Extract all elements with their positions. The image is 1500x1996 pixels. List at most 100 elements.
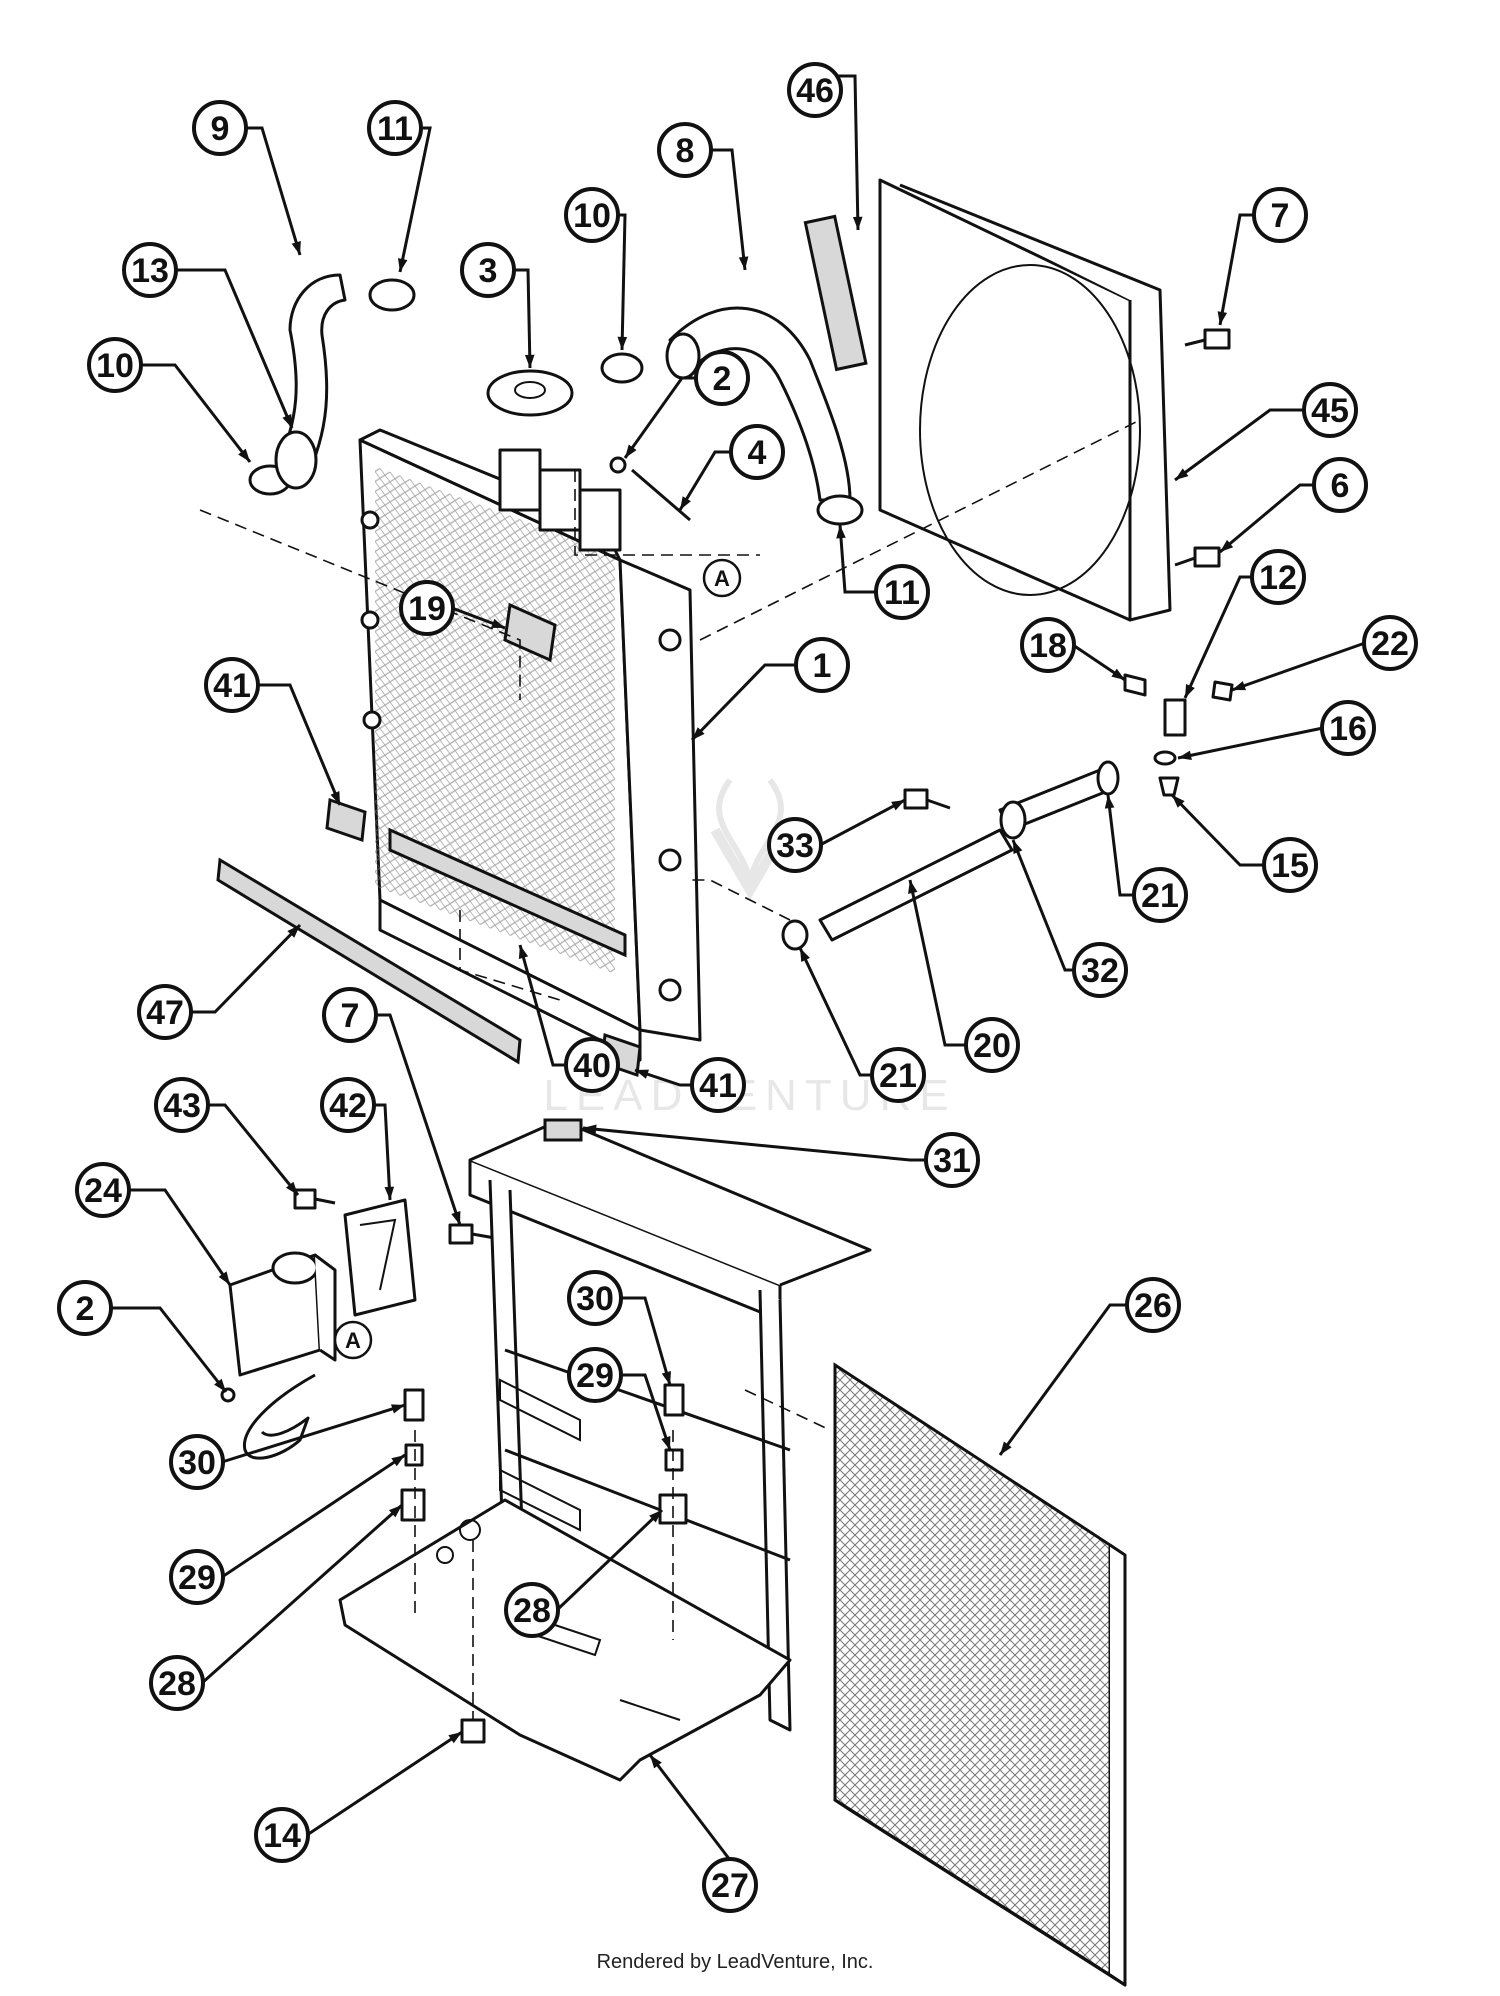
- callout-bubble: [149, 1655, 205, 1711]
- leader-arrowhead: [635, 1069, 649, 1079]
- callout-c21a: 21: [1104, 794, 1188, 923]
- callout-number: 2: [713, 360, 732, 398]
- callout-number: 10: [573, 197, 611, 235]
- callout-c26: 26: [998, 1277, 1181, 1456]
- callout-c18: 18: [1020, 617, 1126, 682]
- bolt-7b: [448, 1223, 496, 1245]
- radiator-cap: [486, 369, 574, 417]
- nut-14: [460, 1718, 486, 1744]
- callout-number: 41: [699, 1067, 737, 1105]
- callout-c13: 13: [122, 242, 294, 429]
- callout-number: 10: [96, 347, 134, 385]
- leader-line: [617, 213, 627, 351]
- leader-line: [201, 1503, 403, 1685]
- hose-clamp-11a: [368, 278, 416, 312]
- leader-arrowhead: [649, 1510, 662, 1523]
- leader-arrowhead: [650, 1755, 662, 1769]
- callout-bubble: [169, 1434, 225, 1490]
- callout-bubble: [1252, 187, 1308, 243]
- callout-number: 21: [879, 1057, 917, 1095]
- clamp-21b: [781, 919, 809, 951]
- callout-c20: 20: [908, 879, 1020, 1073]
- callout-bubble: [75, 1162, 131, 1218]
- leader-line: [998, 1303, 1128, 1456]
- reservoir-tank: [228, 1251, 337, 1377]
- leader-line: [798, 947, 873, 1077]
- callout-c10a: 10: [87, 337, 252, 463]
- leader-line: [838, 524, 877, 594]
- callout-bubble: [964, 1017, 1020, 1073]
- leader-line: [373, 1103, 392, 1201]
- lower-hose-9: [273, 273, 347, 482]
- leader-line: [555, 1508, 664, 1612]
- callout-c7b: 7: [322, 987, 462, 1226]
- callout-c41a: 41: [204, 657, 342, 806]
- callout-number: 11: [884, 574, 920, 612]
- callout-c15: 15: [1170, 793, 1318, 893]
- callout-bubble: [870, 1047, 926, 1103]
- callout-bubble: [399, 580, 455, 636]
- callout-bubble: [702, 1857, 758, 1913]
- callout-number: 19: [408, 590, 446, 628]
- leader-line: [221, 1453, 406, 1579]
- cap-15: [1158, 776, 1180, 797]
- callout-bubble: [1302, 382, 1358, 438]
- leader-line: [1106, 794, 1135, 897]
- callout-number: 31: [933, 1142, 971, 1180]
- callout-number: 29: [576, 1357, 614, 1395]
- callout-c11a: 11: [367, 100, 432, 273]
- leader-arrowhead: [1013, 840, 1023, 854]
- callout-c45: 45: [1174, 382, 1358, 482]
- callout-bubble: [567, 1347, 623, 1403]
- leader-arrowhead: [391, 1404, 405, 1414]
- callout-number: 13: [131, 252, 169, 290]
- callout-number: 28: [513, 1592, 551, 1630]
- leader-arrowhead: [291, 241, 301, 255]
- leader-line: [1219, 483, 1315, 554]
- leader-line: [518, 944, 567, 1067]
- leader-arrowhead: [800, 948, 810, 962]
- callout-number: 33: [776, 827, 814, 865]
- callout-number: 47: [146, 994, 184, 1032]
- bolt-43: [293, 1188, 336, 1210]
- callout-bubble: [169, 1549, 225, 1605]
- callout-number: 45: [1311, 392, 1349, 430]
- leader-arrowhead: [1232, 681, 1246, 691]
- callout-number: 11: [377, 110, 413, 148]
- overflow-tube-20: [818, 828, 1014, 942]
- reference-mark-a-2: A: [333, 1320, 373, 1360]
- callout-c28a: 28: [149, 1503, 403, 1711]
- callout-bubble: [204, 657, 260, 713]
- leader-arrowhead: [661, 1436, 671, 1450]
- callout-number: 7: [341, 997, 360, 1035]
- callout-bubble: [154, 1077, 210, 1133]
- callout-bubble: [1362, 615, 1418, 671]
- radiator: [358, 428, 702, 1062]
- leader-line: [128, 1188, 232, 1286]
- callout-c33: 33: [767, 798, 906, 873]
- callout-bubble: [767, 817, 823, 873]
- callout-c14: 14: [254, 1730, 463, 1863]
- leader-line: [190, 923, 302, 1014]
- radiator-screen: [833, 1362, 1127, 1987]
- callout-c6: 6: [1219, 457, 1368, 554]
- leader-line: [306, 1730, 463, 1837]
- callout-number: 30: [178, 1444, 216, 1482]
- callout-c16: 16: [1177, 700, 1376, 761]
- leader-arrowhead: [583, 1124, 597, 1135]
- leader-line: [634, 1068, 693, 1087]
- callout-bubble: [1262, 837, 1318, 893]
- callout-number: 2: [76, 1290, 95, 1328]
- leader-arrowhead: [738, 256, 749, 270]
- callout-number: 15: [1271, 847, 1309, 885]
- callout-number: 18: [1029, 627, 1067, 665]
- leader-arrowhead: [448, 1732, 462, 1744]
- callout-c2b: 2: [57, 1280, 228, 1393]
- leader-line: [375, 1013, 462, 1226]
- leader-line: [623, 376, 697, 459]
- callout-bubble: [567, 1270, 623, 1326]
- washer-16: [1153, 750, 1177, 766]
- callout-number: 40: [573, 1047, 611, 1085]
- callout-c10b: 10: [564, 187, 628, 351]
